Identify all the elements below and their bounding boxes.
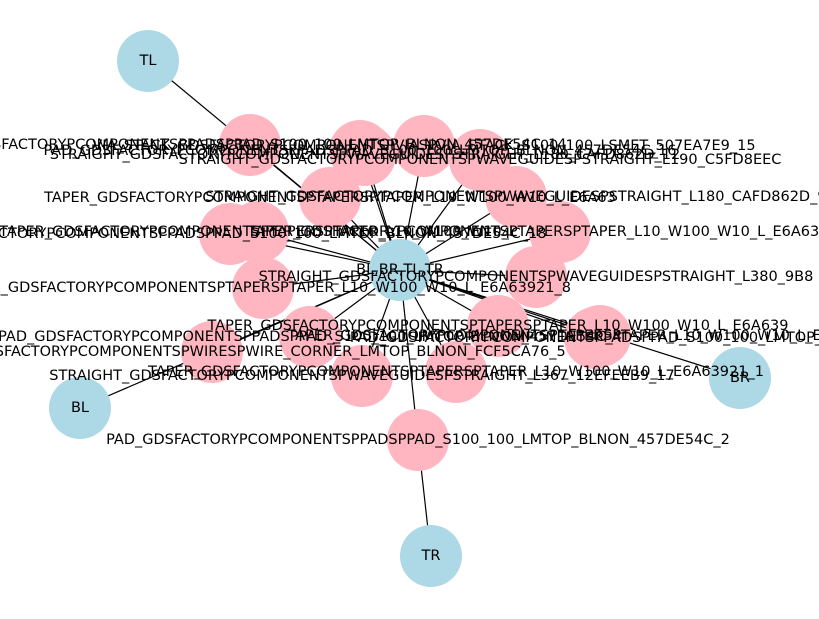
node-label-via_stack: VIA_STACK_GDSFACTORYPCOMPONENTSPVIASPVIA… [92, 138, 755, 154]
node-straight_l380[interactable] [505, 246, 567, 308]
node-label-pad_left: PAD_GDSFACTORYPCOMPONENTSPPADSPPAD_S100_… [0, 226, 547, 242]
node-label-pad_4: PAD_GDSFACTORYPCOMPONENTSPPADSPPAD_S100_… [0, 329, 622, 345]
node-pad_4[interactable] [279, 306, 341, 368]
node-label-straight_l367: STRAIGHT_GDSFACTORYPCOMPONENTSPWAVEGUIDE… [49, 368, 674, 384]
node-via_stack[interactable] [393, 115, 455, 177]
node-label-straight_l180: STRAIGHT_GDSFACTORYPCOMPONENTSPWAVEGUIDE… [205, 189, 819, 205]
node-label-taper_8: TAPER_GDSFACTORYPCOMPONENTSPTAPERSPTAPER… [0, 280, 571, 296]
node-label-pad_2: PAD_GDSFACTORYPCOMPONENTSPPADSPPAD_S100_… [106, 432, 730, 448]
node-label-taper_l: TAPER_GDSFACTORYPCOMPONENTSPTAPERSPTAPER… [0, 224, 517, 240]
node-label-straight_l190: STRAIGHT_GDSFACTORYPCOMPONENTSPWAVEGUIDE… [179, 152, 782, 168]
node-taper_e6a63[interactable] [299, 167, 361, 229]
node-wire_corner[interactable] [181, 321, 243, 383]
node-label-BR: BR [730, 370, 750, 386]
node-label-taper_1: TAPER_GDSFACTORYPCOMPONENTSPTAPERSPTAPER… [147, 364, 764, 380]
node-pad_left[interactable] [199, 203, 261, 265]
node-label-pad_16: PAD_GDSFACTORYPCOMPONENTSPPADSPPAD_S100_… [43, 143, 676, 159]
node-label-hub: BL,BR,TL,TR [356, 262, 444, 278]
node-label-wire_corner: WIRE_CORNER_GDSFACTORYPCOMPONENTSPWIRESP… [0, 344, 566, 360]
node-label-straight_l380: STRAIGHT_GDSFACTORYPCOMPONENTSPWAVEGUIDE… [259, 269, 814, 285]
node-pad_bl[interactable] [564, 307, 626, 369]
node-BR[interactable] [709, 347, 771, 409]
node-TR[interactable] [400, 525, 462, 587]
node-straight_l367[interactable] [331, 345, 393, 407]
node-label-taper_10: TAPER_GDSFACTORYPCOMPONENTSPTAPERSPTAPER… [286, 328, 819, 344]
node-BL[interactable] [49, 377, 111, 439]
node-label-BL: BL [71, 400, 89, 416]
node-label-pad_bl: PAD_GDSFACTORYPCOMPONENTSPPADSPPAD_S100_… [350, 330, 819, 346]
node-pad_top[interactable] [219, 114, 281, 176]
node-pad_2[interactable] [387, 409, 449, 471]
node-straight_l190[interactable] [449, 129, 511, 191]
node-straight_top[interactable] [334, 124, 396, 186]
node-label-taper_e6a63: TAPER_GDSFACTORYPCOMPONENTSPTAPERSPTAPER… [43, 190, 616, 206]
node-TL[interactable] [117, 30, 179, 92]
node-label-taper_20: TAPER_GDSFACTORYPCOMPONENTSPTAPERSPTAPER… [246, 224, 819, 240]
node-taper_8[interactable] [232, 257, 294, 319]
node-label-straight_top: STRAIGHT_GDSFACTORYPCOMPONENTSPWAVEGUIDE… [50, 147, 680, 163]
label-layer: PAD_GDSFACTORYPCOMPONENTSPPADSPPAD_S100_… [0, 53, 819, 564]
node-taper_1[interactable] [425, 341, 487, 403]
node-layer [49, 30, 771, 587]
node-label-TR: TR [421, 548, 441, 564]
node-hub[interactable] [369, 239, 431, 301]
node-label-TL: TL [139, 53, 157, 69]
node-taper_13[interactable] [467, 295, 529, 357]
node-label-pad_top: PAD_GDSFACTORYPCOMPONENTSPPADSPPAD_S100_… [0, 137, 567, 153]
node-label-taper_13: TAPER_GDSFACTORYPCOMPONENTSPTAPERSPTAPER… [206, 318, 788, 334]
